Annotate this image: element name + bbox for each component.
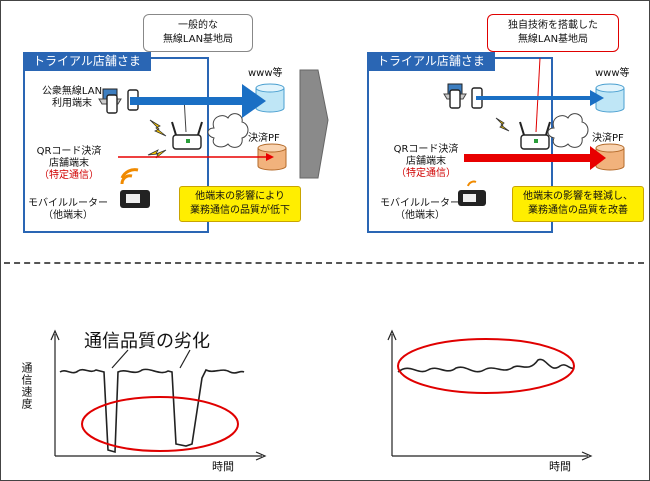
left-qr-line2: 店舗端末 [49, 158, 89, 169]
right-stable-ellipse [397, 338, 575, 394]
left-payment-server-icon [257, 143, 287, 171]
left-impact-callout: 他端末の影響により 業務通信の品質が低下 [179, 186, 301, 222]
right-www-flow-arrow [476, 90, 604, 106]
left-degrade-pointer-2 [179, 349, 191, 369]
right-qr-line2: 店舗端末 [406, 156, 446, 167]
right-speed-line [397, 358, 575, 373]
left-y-axis-label: 通信速度 [20, 362, 33, 410]
right-phone-icon [449, 89, 461, 109]
left-www-label: www等 [248, 68, 283, 79]
left-router-label: モバイルルーター （他端末） [28, 198, 108, 222]
transition-arrow [299, 69, 329, 179]
left-ap-callout-line1: 一般的な [178, 20, 218, 31]
right-cloud-icon [547, 113, 589, 148]
left-x-axis-label: 時間 [212, 460, 234, 473]
right-router-device-icon [458, 190, 486, 206]
left-www-flow-arrow [130, 84, 266, 118]
left-qr-note: （特定通信） [39, 170, 99, 181]
right-ap-callout-line1: 独自技術を搭載した [508, 20, 598, 31]
left-interference-bolt-2 [147, 149, 167, 159]
left-ap-callout: 一般的な 無線LAN基地局 [143, 14, 253, 52]
right-router-line1: モバイルルーター [380, 198, 460, 209]
left-impact-line1: 他端末の影響により [195, 191, 285, 202]
left-payment-label: 決済PF [248, 133, 280, 144]
right-router-label: モバイルルーター （他端末） [380, 198, 460, 222]
left-public-lan-label: 公衆無線LAN 利用端末 [30, 86, 114, 110]
left-public-lan-line2: 利用端末 [52, 98, 92, 109]
right-interference-bolt [495, 117, 510, 132]
right-router-line2: （他端末） [395, 210, 445, 221]
left-speed-line [59, 368, 245, 454]
left-router-wifi-icon [120, 168, 139, 185]
left-interference-bolt-1 [149, 119, 167, 137]
left-router-line2: （他端末） [43, 210, 93, 221]
section-divider [4, 262, 644, 264]
left-payment-flow-arrow [118, 153, 274, 161]
right-ap-callout-line2: 無線LAN基地局 [517, 34, 589, 45]
right-x-axis-label: 時間 [549, 460, 571, 473]
left-router-line1: モバイルルーター [28, 198, 108, 209]
right-qr-note: （特定通信） [396, 168, 456, 179]
right-qr-line1: QRコード決済 [393, 144, 459, 155]
right-ap-callout-pointer [535, 57, 541, 133]
right-access-point-icon [519, 121, 551, 150]
right-payment-flow-arrow [464, 146, 606, 170]
left-www-server-icon [255, 83, 285, 113]
right-payment-server-icon [595, 143, 625, 171]
right-router-wifi-icon [467, 180, 477, 187]
left-ap-callout-line2: 無線LAN基地局 [162, 34, 234, 45]
right-impact-line2: 業務通信の品質を改善 [528, 205, 628, 216]
left-router-device-icon [120, 190, 150, 208]
degrade-label: 通信品質の劣化 [84, 331, 210, 352]
left-shop-title: トライアル店舗さま [23, 52, 151, 71]
right-shop-title: トライアル店舗さま [367, 52, 495, 71]
left-graph-axes [50, 329, 267, 461]
right-payment-label: 決済PF [592, 133, 624, 144]
left-qr-terminal-label: QRコード決済 店舗端末 （特定通信） [26, 146, 112, 182]
right-graph-axes [387, 329, 593, 461]
left-cloud-icon [207, 113, 249, 148]
right-www-label: www等 [595, 68, 630, 79]
left-degrade-pointer-1 [111, 349, 129, 369]
left-qr-line1: QRコード決済 [36, 146, 102, 157]
left-degrade-ellipse [81, 396, 239, 452]
right-ap-callout: 独自技術を搭載した 無線LAN基地局 [487, 14, 619, 52]
right-qr-terminal-label: QRコード決済 店舗端末 （特定通信） [384, 144, 468, 180]
right-impact-callout: 他端末の影響を軽減し、 業務通信の品質を改善 [512, 186, 644, 222]
left-public-lan-line1: 公衆無線LAN [41, 86, 103, 97]
right-impact-line1: 他端末の影響を軽減し、 [523, 191, 633, 202]
left-access-point-icon [171, 121, 203, 150]
left-impact-line2: 業務通信の品質が低下 [190, 205, 290, 216]
left-phone-icon [106, 94, 118, 114]
right-www-server-icon [595, 83, 625, 113]
